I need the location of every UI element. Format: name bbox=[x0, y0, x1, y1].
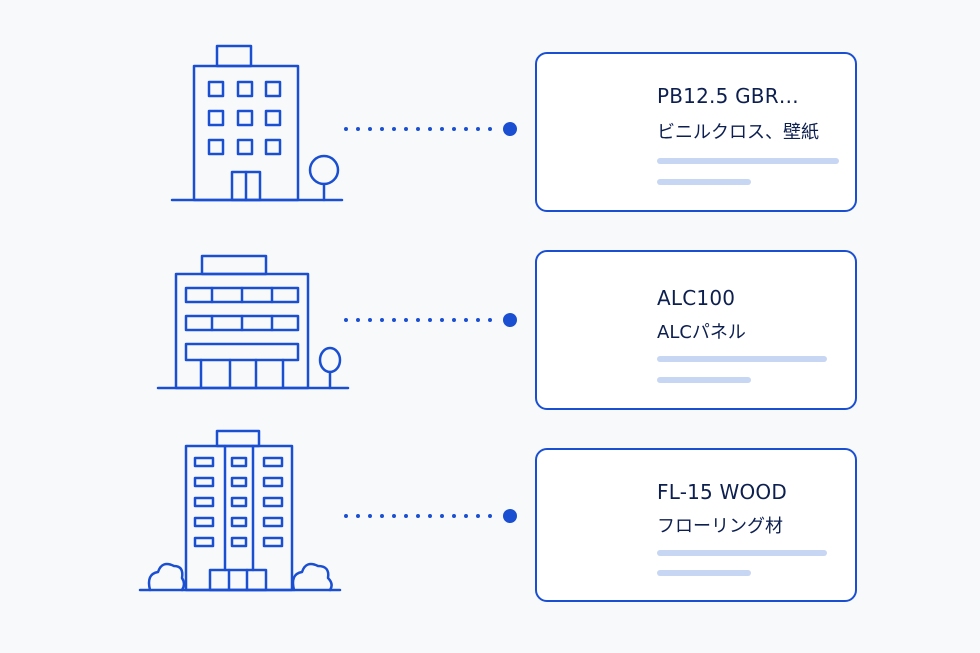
material-card-3[interactable]: FL-15 WOOD フローリング材 bbox=[535, 448, 857, 602]
connector-2 bbox=[344, 313, 517, 327]
material-card-2[interactable]: ALC100 ALCパネル bbox=[535, 250, 857, 410]
connector-1 bbox=[344, 122, 517, 136]
material-name: ビニルクロス、壁紙 bbox=[657, 122, 819, 143]
material-code: ALC100 bbox=[657, 286, 736, 310]
connector-endpoint bbox=[503, 509, 517, 523]
material-code: PB12.5 GBR… bbox=[657, 84, 799, 108]
material-code: FL-15 WOOD bbox=[657, 480, 787, 504]
placeholder-bar bbox=[657, 356, 827, 362]
apartment-tower-icon bbox=[138, 429, 342, 592]
connector-3 bbox=[344, 509, 517, 523]
material-name: フローリング材 bbox=[657, 516, 783, 537]
connector-endpoint bbox=[503, 313, 517, 327]
connector-endpoint bbox=[503, 122, 517, 136]
wide-building-icon bbox=[156, 254, 350, 390]
placeholder-bar bbox=[657, 377, 751, 383]
office-building-icon bbox=[170, 44, 344, 202]
placeholder-bar bbox=[657, 570, 751, 576]
placeholder-bar bbox=[657, 158, 839, 164]
material-card-1[interactable]: PB12.5 GBR… ビニルクロス、壁紙 bbox=[535, 52, 857, 212]
placeholder-bar bbox=[657, 179, 751, 185]
material-name: ALCパネル bbox=[657, 322, 746, 343]
placeholder-bar bbox=[657, 550, 827, 556]
